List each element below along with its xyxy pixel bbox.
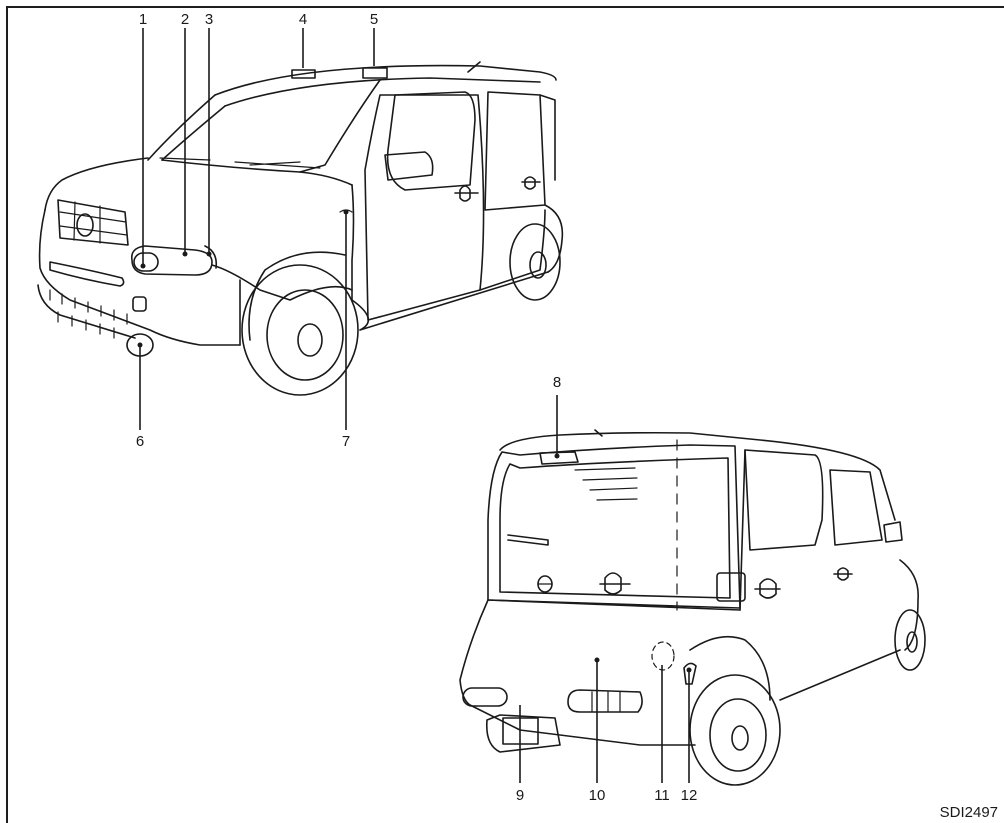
callout-11: 11 — [654, 787, 670, 804]
callout-3: 3 — [205, 11, 213, 28]
side-mirror — [384, 151, 434, 181]
frame-top-border — [6, 6, 1004, 8]
rear-callout-leaders — [519, 395, 692, 783]
rear-view-side-mirror — [883, 521, 903, 543]
front-wheel-rear-view — [894, 609, 926, 671]
front-a-pillar-left — [147, 94, 216, 161]
rear-door-window — [484, 91, 546, 211]
frame-left-border — [6, 6, 8, 823]
front-parking-lamp — [133, 252, 159, 272]
high-mount-stop-lamp — [539, 451, 579, 465]
callout-1: 1 — [139, 11, 147, 28]
fuel-filler-door — [651, 641, 675, 671]
rear-wiper — [507, 534, 549, 546]
front-a-pillar-right — [299, 79, 381, 173]
front-side-door-handle — [833, 567, 853, 581]
callout-8: 8 — [553, 374, 561, 391]
callout-9: 9 — [516, 787, 524, 804]
rear-gate-handle — [599, 572, 631, 595]
map-lamp-front — [291, 69, 316, 79]
front-roof-top — [214, 64, 557, 96]
left-tail-lamp — [462, 687, 508, 707]
front-lower-grille — [37, 284, 136, 339]
rear-wheel-arch — [689, 635, 771, 701]
front-door — [364, 94, 485, 321]
front-hood — [44, 157, 149, 211]
license-plate-area — [485, 714, 561, 753]
rear-wheel-front-view — [509, 223, 561, 301]
rear-door-handle — [521, 176, 541, 190]
front-bumper — [38, 209, 241, 346]
front-wheel-arch — [248, 251, 346, 341]
front-wheel — [241, 264, 359, 396]
rear-reflector — [683, 662, 697, 685]
front-body-side — [351, 184, 355, 301]
front-antenna — [467, 61, 481, 73]
rear-body — [459, 599, 696, 746]
rear-side-door-handle — [754, 578, 781, 599]
front-grille — [57, 199, 129, 246]
rear-antenna — [594, 429, 603, 437]
rear-door — [479, 209, 546, 291]
front-side-window — [829, 469, 883, 546]
callout-2: 2 — [181, 11, 189, 28]
front-emblem — [76, 213, 94, 237]
callout-4: 4 — [299, 11, 307, 28]
front-roof-inner — [224, 77, 541, 107]
front-door-window — [386, 91, 476, 191]
right-tail-lamp — [567, 689, 643, 713]
front-headlamp — [130, 245, 213, 276]
callout-6: 6 — [136, 433, 144, 450]
callout-10: 10 — [589, 787, 606, 804]
rear-view-car — [459, 429, 926, 786]
front-air-slot — [49, 261, 125, 287]
figure-code: SDI2497 — [939, 804, 998, 821]
rear-wheel — [689, 674, 781, 786]
rear-roof — [499, 431, 896, 521]
front-view-car — [37, 61, 564, 396]
rear-defogger-lines — [574, 467, 638, 501]
front-license-bracket — [132, 296, 147, 312]
front-callout-leaders — [137, 28, 388, 430]
callout-5: 5 — [370, 11, 378, 28]
callout-7: 7 — [342, 433, 350, 450]
front-fender — [211, 264, 353, 301]
map-lamp-rear — [362, 67, 388, 79]
callout-numbers: 1 2 3 4 5 6 7 8 9 10 11 12 — [136, 11, 698, 804]
front-door-handle — [454, 185, 479, 202]
rear-side-window — [744, 449, 824, 551]
callout-12: 12 — [681, 787, 698, 804]
fuel-lid — [716, 572, 746, 602]
